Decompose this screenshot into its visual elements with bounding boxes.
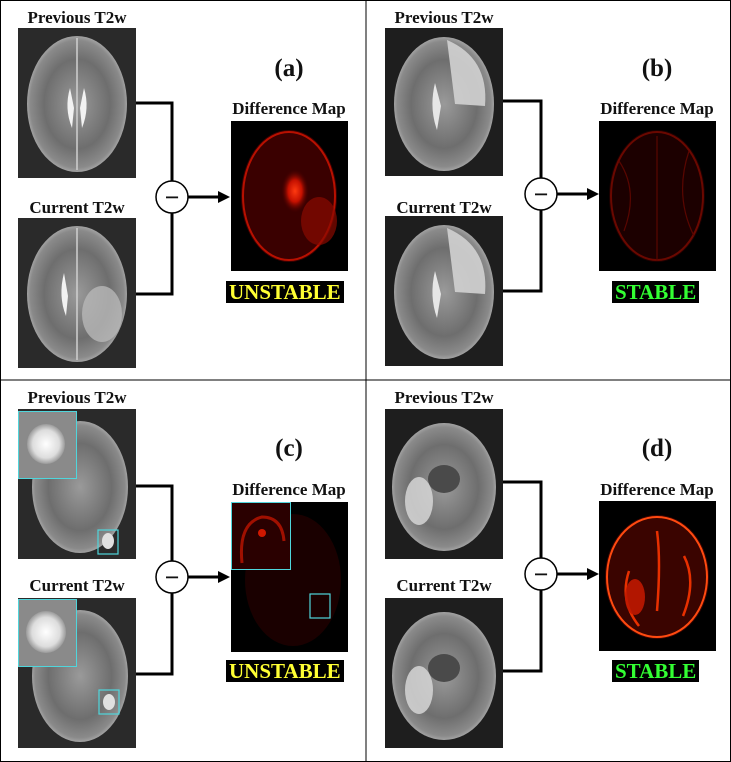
previous-t2w-label: Previous T2w [394,388,494,407]
minus-operator: − [164,183,180,212]
panel-tag: (d) [641,435,673,462]
current-t2w-scan [18,598,136,748]
panel-tag: (a) [274,55,304,82]
current-t2w-scan [385,216,503,366]
subtraction-connector [503,99,599,293]
panel-tag: (c) [275,435,303,462]
difference-map-label: Difference Map [232,99,346,118]
panel-b: Previous T2w Current T2w − (b) Differenc… [366,0,731,380]
previous-t2w-label: Previous T2w [27,388,127,407]
zoom-inset [231,502,291,570]
previous-t2w-label: Previous T2w [27,8,127,27]
current-t2w-scan [18,218,136,368]
current-t2w-label: Current T2w [396,576,492,595]
current-t2w-label: Current T2w [396,198,492,217]
difference-map [599,121,716,271]
zoom-inset [18,599,77,667]
difference-map [599,501,716,651]
previous-t2w-scan [385,28,503,176]
panel-tag: (b) [641,55,673,82]
minus-operator: − [533,560,549,589]
previous-t2w-label: Previous T2w [394,8,494,27]
panel-c: Previous T2w Current T2w − (c) Differenc… [0,381,365,761]
panel-d: Previous T2w Current T2w − (d) Differenc… [366,381,731,761]
status-badge: UNSTABLE [226,660,344,682]
status-badge: STABLE [612,660,700,682]
status-badge: UNSTABLE [226,281,344,303]
difference-map [231,502,348,652]
current-t2w-label: Current T2w [29,198,125,217]
current-t2w-label: Current T2w [29,576,125,595]
minus-operator: − [533,180,549,209]
zoom-inset [18,411,77,479]
difference-map-label: Difference Map [600,480,714,499]
status-badge: STABLE [612,281,700,303]
minus-operator: − [164,563,180,592]
current-t2w-scan [385,598,503,748]
panel-a: Previous T2w Current T2w − (a) Differenc… [0,0,365,380]
difference-map [231,121,348,271]
previous-t2w-scan [18,409,136,559]
subtraction-connector [503,480,599,673]
previous-t2w-scan [385,409,503,559]
previous-t2w-scan [18,28,136,178]
difference-map-label: Difference Map [232,480,346,499]
subtraction-connector [136,484,230,676]
difference-map-label: Difference Map [600,99,714,118]
subtraction-connector [136,101,230,296]
